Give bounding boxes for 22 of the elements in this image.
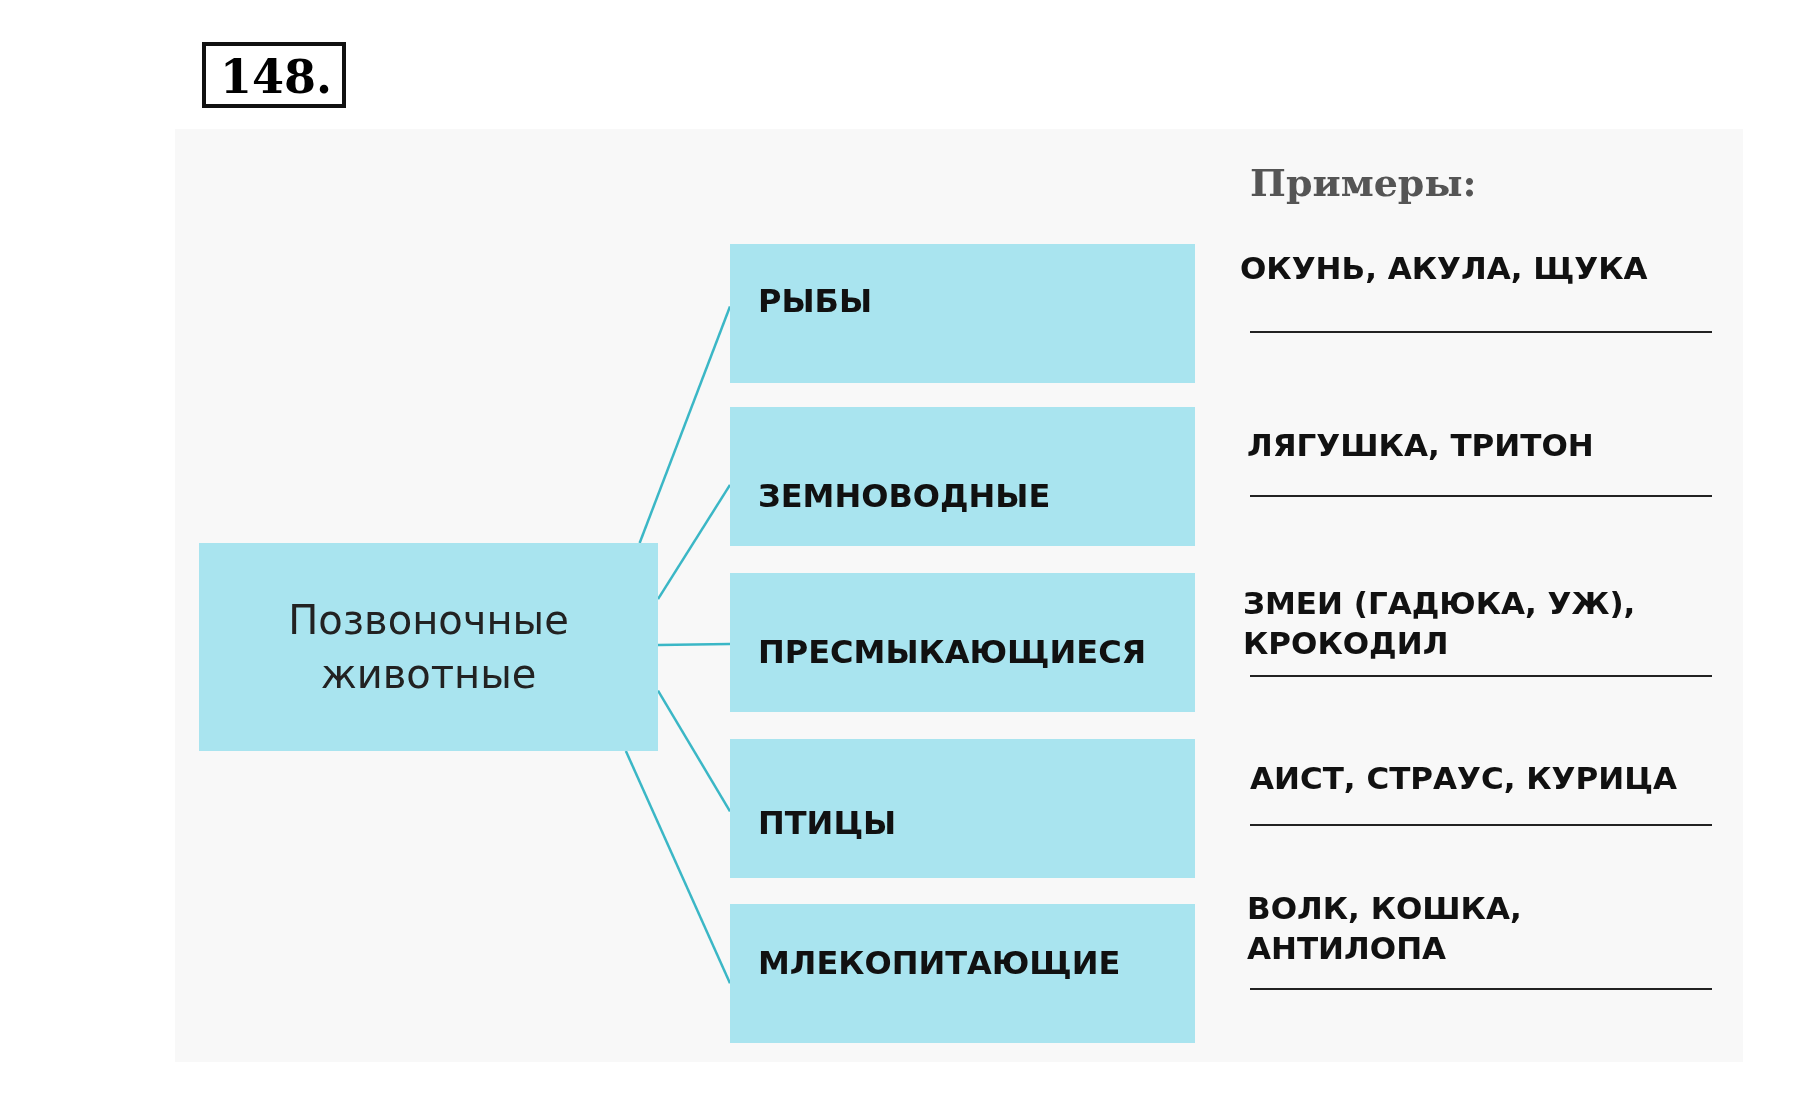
category-label: МЛЕКОПИТАЮЩИЕ — [757, 944, 1121, 982]
answer-text: ЛЯГУШКА, ТРИТОН — [1247, 426, 1595, 465]
root-box — [199, 543, 658, 751]
answer-text: ВОЛК, КОШКА, АНТИЛОПА — [1247, 889, 1523, 969]
connector-line — [638, 306, 732, 544]
examples-heading: Примеры: — [1250, 160, 1477, 205]
task-number: 148. — [202, 42, 346, 108]
answer-text: ОКУНЬ, АКУЛА, ЩУКА — [1240, 249, 1649, 288]
category-box — [730, 904, 1195, 1043]
root-label: Позвоночные животные — [287, 596, 570, 699]
category-box — [730, 407, 1195, 546]
category-label: РЫБЫ — [757, 282, 873, 320]
connector-line — [624, 750, 732, 984]
category-label: ПТИЦЫ — [757, 804, 897, 842]
category-label: ПРЕСМЫКАЮЩИЕСЯ — [757, 633, 1147, 671]
category-box — [730, 244, 1195, 383]
answer-text: ЗМЕИ (ГАДЮКА, УЖ), КРОКОДИЛ — [1243, 584, 1637, 664]
connector-line — [658, 642, 730, 647]
category-box — [730, 739, 1195, 878]
answer-text: АИСТ, СТРАУС, КУРИЦА — [1250, 759, 1678, 798]
category-box — [730, 573, 1195, 712]
category-label: ЗЕМНОВОДНЫЕ — [757, 477, 1051, 515]
